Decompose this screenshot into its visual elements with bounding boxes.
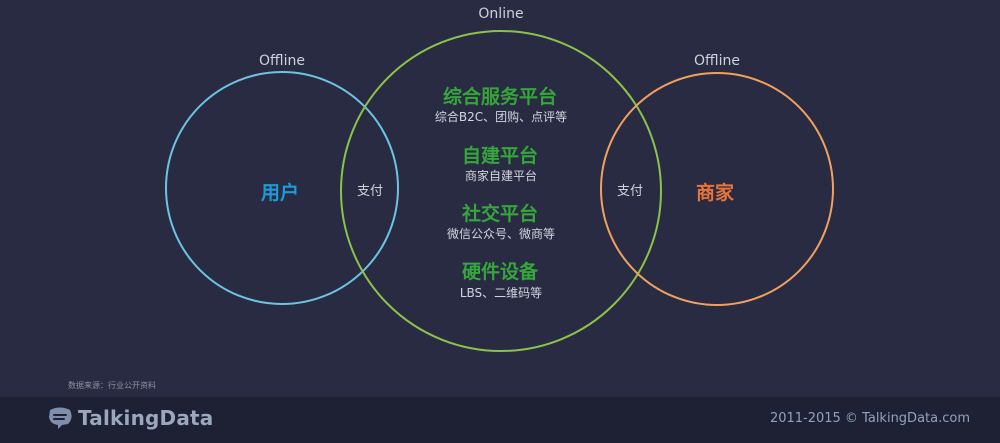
merchant-label: 商家 [695,182,735,204]
platform-title: 社交平台 [461,203,539,225]
offline-right-label: Offline [694,53,740,69]
offline-left-label: Offline [259,53,305,69]
platform-subtitle: 商家自建平台 [464,169,538,183]
copyright-text: 2011-2015 © TalkingData.com [769,411,970,426]
talkingdata-logo-icon [49,407,72,429]
pay-left-label: 支付 [356,184,384,199]
platform-subtitle: LBS、二维码等 [459,286,543,300]
online-label: Online [478,6,524,22]
platform-subtitle: 微信公众号、微商等 [446,227,556,241]
platform-title: 自建平台 [461,145,539,167]
right-offline-circle [600,72,834,306]
footer-bar: TalkingData 2011-2015 © TalkingData.com [0,397,1000,443]
talkingdata-logo: TalkingData [47,406,213,430]
source-note: 数据来源：行业公开资料 [68,381,156,390]
platform-subtitle: 综合B2C、团购、点评等 [434,110,568,124]
center-online-circle [340,30,662,352]
pay-right-label: 支付 [616,184,644,199]
user-label: 用户 [260,182,300,204]
platform-title: 硬件设备 [461,261,539,283]
logo-text: TalkingData [78,406,214,430]
left-offline-circle [165,71,399,305]
platform-title: 综合服务平台 [442,86,558,108]
